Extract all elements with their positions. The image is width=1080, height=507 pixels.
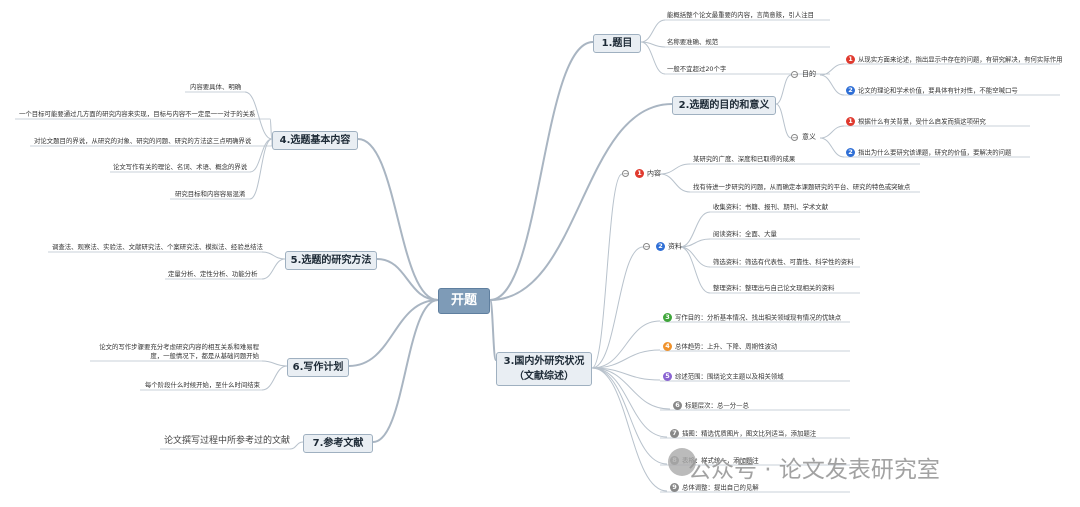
t3-material-item: 阅读资料：全面、大量 (713, 230, 777, 238)
branch-link (591, 367, 668, 438)
topic-2-purpose[interactable]: 2.选题的目的和意义 (672, 96, 776, 115)
branch-link (775, 103, 792, 139)
t4-item: 论文写作有关的理论、名词、术语、概念的界说 (113, 163, 248, 171)
branch-link (659, 173, 691, 193)
root-link (372, 299, 439, 443)
branch-link (679, 238, 711, 248)
t3-content-item: 某研究的广度、深度和已取得的成果 (693, 155, 796, 163)
branch-link (261, 251, 286, 260)
priority-6-icon: 6 (673, 401, 682, 410)
branch-link (591, 367, 668, 465)
branch-link (249, 138, 273, 200)
priority-5-icon: 5 (663, 372, 672, 381)
root-link (489, 41, 594, 301)
root-link (489, 103, 673, 301)
branch-link (819, 137, 845, 158)
topic-4-basic-content[interactable]: 4.选题基本内容 (272, 131, 358, 150)
t3-material-item: 筛选资料：筛选有代表性、可靠性、科学性的资料 (713, 258, 854, 266)
priority-1-icon: 1 (635, 169, 644, 178)
branch-link (591, 246, 644, 369)
branch-link (269, 118, 273, 140)
root-link (348, 299, 439, 367)
topic-3-literature-review[interactable]: 3.国内外研究状况 （文献综述） (496, 352, 592, 386)
branch-link (244, 91, 273, 140)
topic-1-title[interactable]: 1.题目 (593, 34, 641, 53)
branch-link (775, 74, 792, 105)
t7-item: 论文撰写过程中所参考过的文献 (164, 436, 291, 446)
branch-link (640, 41, 666, 75)
branch-link (659, 163, 691, 175)
priority-2-icon: 2 (846, 86, 855, 95)
priority-2-icon: 2 (656, 242, 665, 251)
branch-link (591, 320, 661, 369)
priority-4-icon: 4 (663, 342, 672, 351)
priority-9-icon: 9 (670, 483, 679, 492)
wechat-logo-icon (668, 448, 696, 476)
root-link (376, 258, 439, 301)
priority-7-icon: 7 (670, 429, 679, 438)
t3-content-item: 找有待进一步研究的问题，从而确定本课题研究的平台、研究的特色或突破点 (693, 183, 911, 191)
priority-1-icon: 1 (846, 55, 855, 64)
branch-link (591, 367, 671, 410)
branch-link (591, 349, 661, 369)
t4-item: 内容要具体、明确 (190, 83, 242, 91)
watermark: 公众号 · 论文发表研究室 (688, 457, 940, 483)
topic-7-references[interactable]: 7.参考文献 (303, 434, 373, 453)
t1-item: 名称要准确、规范 (667, 38, 719, 46)
branch-link (819, 125, 845, 139)
branch-link (679, 246, 711, 294)
t5-item: 定量分析、定性分析、功能分析 (168, 270, 258, 278)
topic-5-research-methods[interactable]: 5.选题的研究方法 (285, 251, 377, 270)
t6-item: 论文的写作步骤要充分考虑研究内容的相互关系和难易程度，一般情况下，都是从基础问题… (99, 343, 259, 360)
branch-link (819, 63, 845, 76)
t4-item: 研究目标和内容容易混淆 (175, 190, 246, 198)
branch-link (261, 258, 286, 280)
t3-material-item: 整理资料：整理出与自己论文现相关的资料 (713, 284, 835, 292)
root-node[interactable]: 开题 (438, 288, 490, 314)
topic-6-writing-plan[interactable]: 6.写作计划 (287, 358, 349, 377)
t5-item: 调查法、观察法、实验法、文献研究法、个案研究法、模拟法、经验总结法 (52, 243, 263, 251)
branch-link (261, 365, 288, 391)
branch-link (591, 367, 668, 492)
root-link (489, 299, 497, 361)
t1-item: 能概括整个论文最重要的内容，言简意赅，引人注目 (667, 11, 814, 19)
collapse-icon[interactable]: − (791, 71, 798, 79)
priority-1-icon: 1 (846, 117, 855, 126)
collapse-icon[interactable]: − (622, 170, 629, 178)
root-link (357, 138, 439, 301)
priority-3-icon: 3 (663, 313, 672, 322)
t4-item: 一个目标可能要通过几方面的研究内容来实现，目标与内容不一定是一一对于的关系 (19, 110, 256, 118)
branch-link (591, 173, 623, 369)
priority-2-icon: 2 (846, 148, 855, 157)
collapse-icon[interactable]: − (643, 243, 650, 251)
t2-meaning-label: 意义 (802, 133, 816, 141)
branch-link (640, 19, 666, 43)
t3-material-item: 收集资料：书籍、报刊、期刊、学术文献 (713, 203, 829, 211)
t2-goal-label: 目的 (802, 70, 816, 78)
branch-link (819, 74, 845, 96)
branch-link (679, 246, 711, 268)
t6-item: 每个阶段什么时候开始，至什么时间结束 (145, 381, 261, 389)
branch-link (261, 360, 288, 367)
t4-item: 对论文题目的界说，从研究的对象、研究的问题、研究的方法这三点明确界说 (34, 137, 252, 145)
branch-link (679, 211, 711, 248)
t1-item: 一般不宜超过20个字 (667, 65, 727, 73)
collapse-icon[interactable]: − (791, 134, 798, 142)
branch-link (289, 441, 304, 450)
